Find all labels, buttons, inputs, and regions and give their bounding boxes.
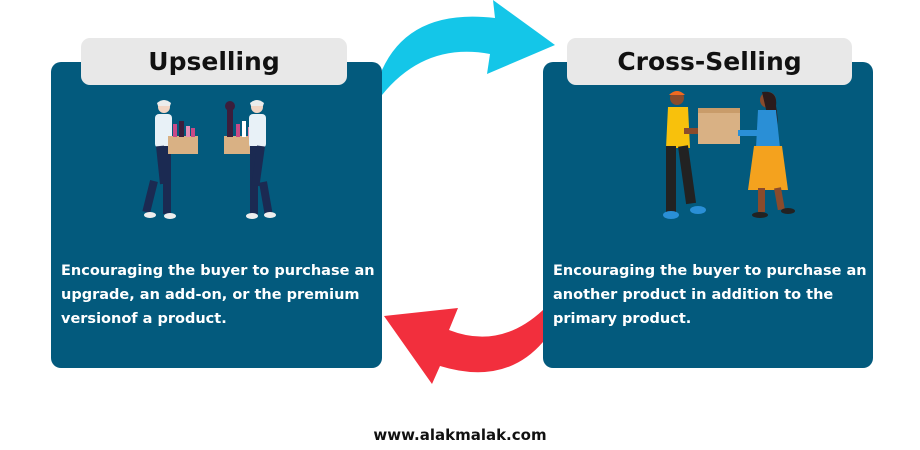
cross-selling-title: Cross-Selling: [567, 38, 852, 85]
upselling-card: [51, 62, 382, 368]
upselling-title: Upselling: [81, 38, 347, 85]
cross-selling-description: Encouraging the buyer to purchase an ano…: [553, 263, 867, 327]
upselling-description: Encouraging the buyer to purchase an upg…: [61, 263, 375, 327]
footer-url[interactable]: www.alakmalak.com: [373, 426, 547, 444]
upselling-illustration: [142, 100, 276, 219]
cross-selling-illustration: [663, 91, 795, 219]
curved-arrow-right-icon: [382, 0, 555, 95]
curved-arrow-left-icon: [384, 308, 543, 384]
